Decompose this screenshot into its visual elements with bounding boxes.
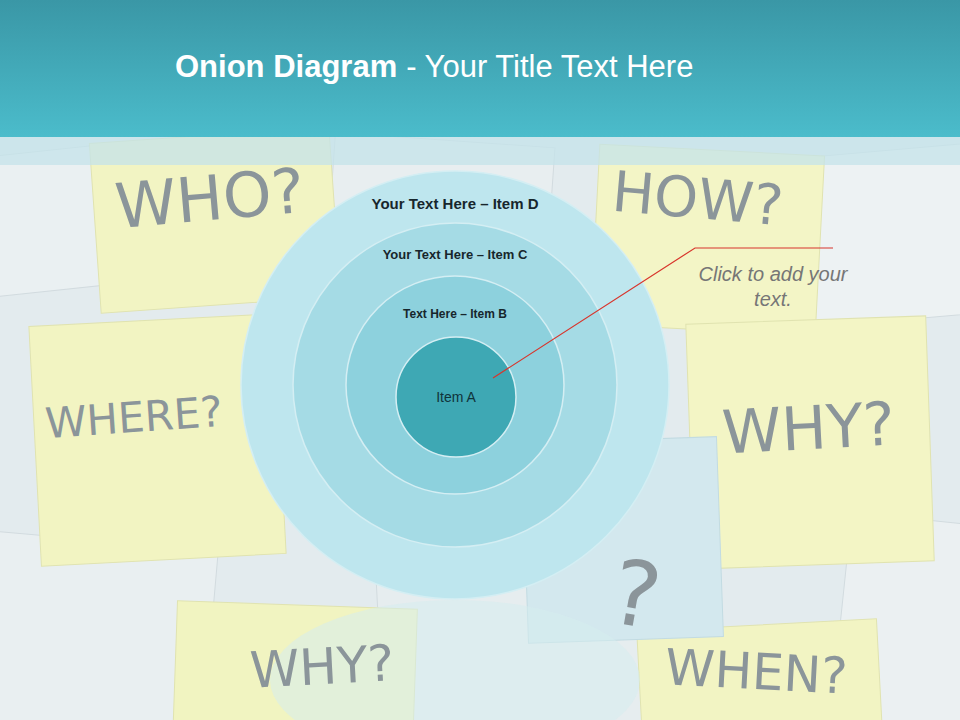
handwritten-word: WHY? xyxy=(249,636,396,698)
handwritten-word: WHY? xyxy=(720,391,896,466)
handwritten-word: HOW? xyxy=(610,161,786,237)
handwritten-word: WHEN? xyxy=(664,640,849,704)
title-row: Onion Diagram- Your Title Text Here xyxy=(175,46,693,88)
circle-shape xyxy=(292,222,618,548)
callout-text: Click to add your text. xyxy=(698,262,848,312)
onion-ring: Your Text Here – Item C Text Here – Item … xyxy=(292,222,618,548)
circle-shape xyxy=(240,170,670,600)
slide-subtitle: - Your Title Text Here xyxy=(406,49,693,85)
handwritten-word: WHERE? xyxy=(44,389,224,447)
ring-label: Your Text Here – Item D xyxy=(372,195,539,212)
handwritten-word: WHO? xyxy=(112,157,307,241)
slide-title: Onion Diagram xyxy=(175,49,397,85)
onion-core: Item A xyxy=(395,336,517,458)
core-label: Item A xyxy=(436,389,476,405)
onion-ring: Text Here – Item B Item A xyxy=(345,275,565,495)
ring-label: Text Here – Item B xyxy=(403,308,507,322)
handwritten-mark: ? xyxy=(604,542,668,648)
ring-label: Your Text Here – Item C xyxy=(383,248,528,263)
onion-ring: Your Text Here – Item D Your Text Here – … xyxy=(240,170,670,600)
